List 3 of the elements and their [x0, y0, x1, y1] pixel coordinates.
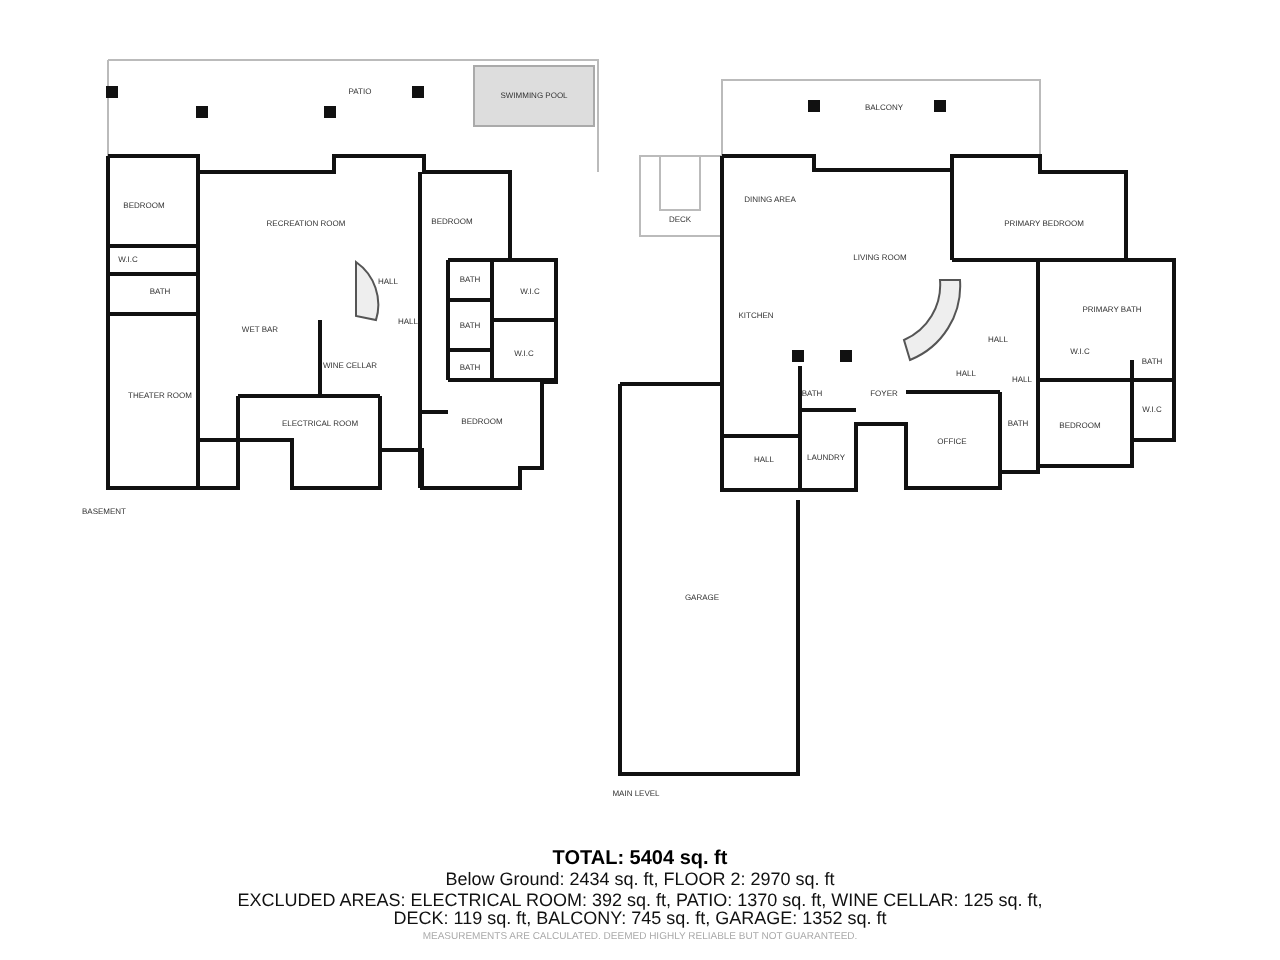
total-area-heading: TOTAL: 5404 sq. ft [552, 850, 728, 870]
area-summary: Below Ground: 2434 sq. ft, FLOOR 2: 2970 sq. ft [445, 871, 835, 889]
area-summary: EXCLUDED AREAS: ELECTRICAL ROOM: 392 sq. ft, PATIO: 1370 sq. ft, WINE CELLAR: 125 sq. ft, DECK: 119 sq. ft, BALCONY: 745 sq. ft, GARAGE: 1352 sq. ft [235, 892, 1045, 928]
